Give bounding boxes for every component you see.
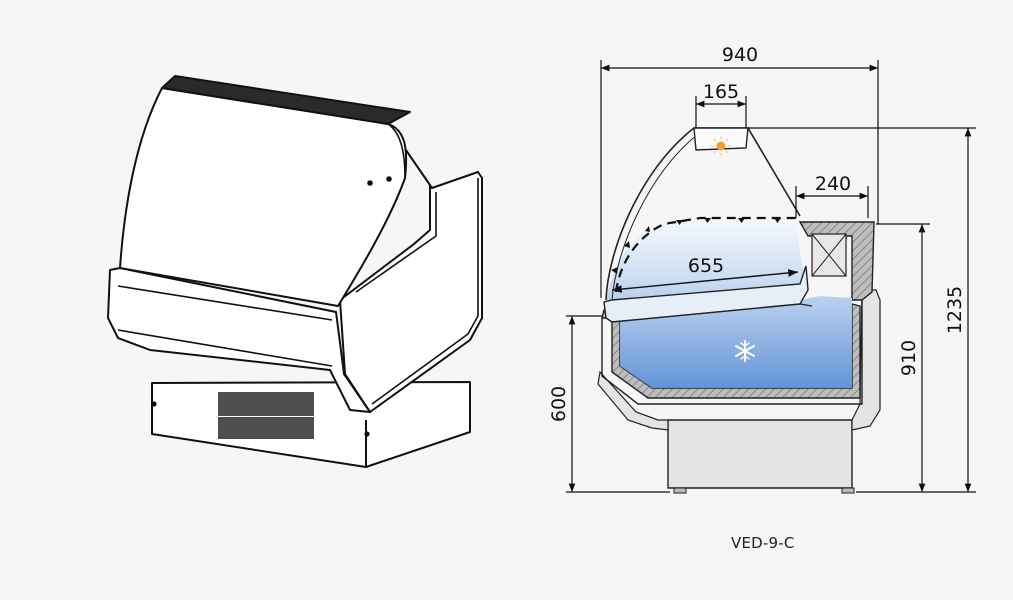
condenser-vent-upper: [218, 392, 314, 416]
isometric-view: [107, 75, 483, 468]
snowflake-icon: [735, 340, 755, 362]
dim-lamp-width: 165: [703, 81, 739, 103]
dim-counter-height: 600: [548, 386, 570, 422]
light-bulb-icon: [711, 136, 731, 156]
dim-top-shelf-depth: 240: [815, 173, 851, 195]
base-stand: [667, 419, 853, 489]
dim-working-height: 910: [898, 340, 920, 376]
dim-overall-width: 940: [722, 44, 758, 66]
top-cover: [161, 75, 411, 125]
model-label: VED-9-C: [731, 534, 795, 552]
dim-display-depth: 655: [688, 255, 724, 277]
curved-glass: [119, 87, 408, 307]
curved-glass-profile: [605, 127, 695, 301]
front-bumper: [107, 267, 371, 413]
dim-overall-height: 1235: [944, 286, 966, 334]
dimension-lines: [566, 60, 976, 493]
air-flow-curve: [614, 216, 796, 293]
cross-section-view: 940 165 240 655 600 910 1235: [548, 44, 976, 494]
condenser-vent-lower: [218, 417, 314, 439]
